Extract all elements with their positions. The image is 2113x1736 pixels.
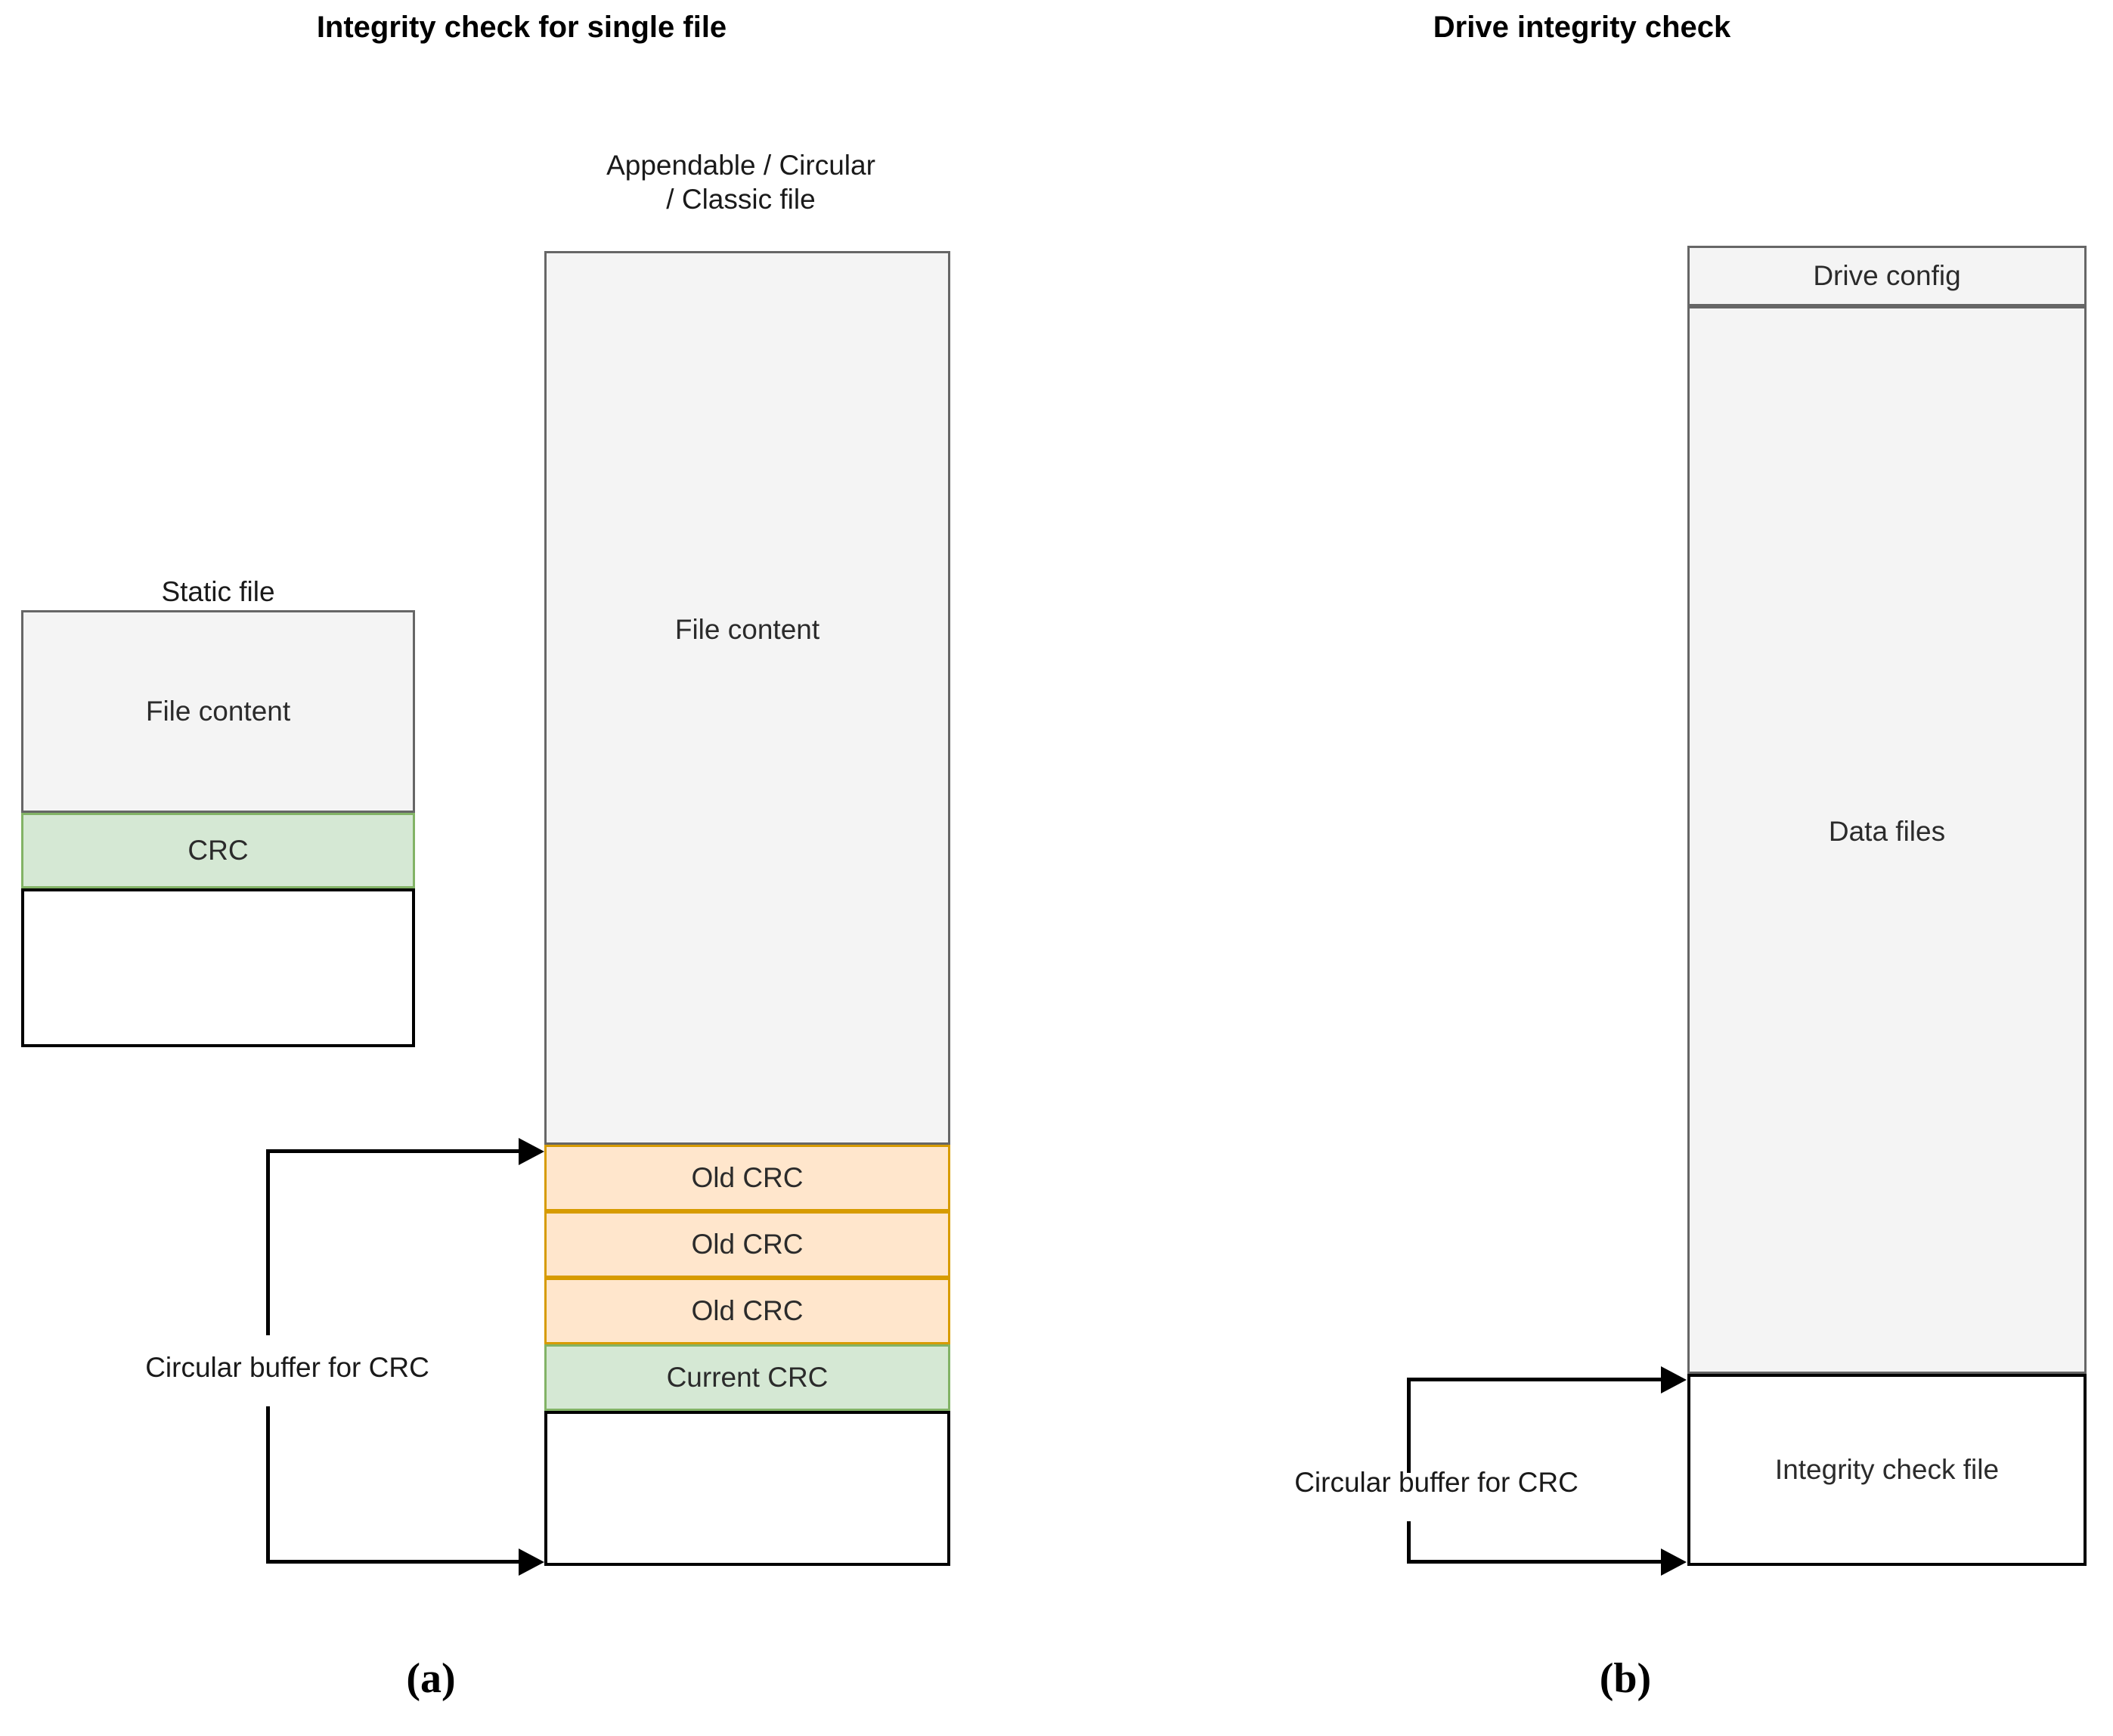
buffer-label-b: Circular buffer for CRC (1294, 1467, 1579, 1498)
static-file-label: Static file (161, 576, 275, 607)
appendable-file-empty-cell (544, 1411, 950, 1566)
buffer-bracket-a-vertical-bottom (266, 1406, 270, 1564)
buffer-bracket-a-vertical-top (266, 1149, 270, 1335)
buffer-bracket-a-arrow-top-line (266, 1149, 522, 1153)
static-file-empty-cell (21, 888, 415, 1047)
buffer-label-a: Circular buffer for CRC (145, 1352, 429, 1383)
buffer-bracket-b-vertical-top (1407, 1378, 1411, 1473)
old-crc-label-3: Old CRC (691, 1294, 804, 1326)
appendable-file-content-cell: File content (544, 251, 950, 1145)
appendable-file-label: Appendable / Circular / Classic file (606, 150, 875, 215)
buffer-arrow-head-bottom-b (1661, 1548, 1687, 1576)
static-file-content-cell: File content (21, 610, 415, 813)
static-file-crc-cell: CRC (21, 813, 415, 888)
old-crc-label-1: Old CRC (691, 1161, 804, 1193)
static-file-content-label: File content (145, 695, 291, 727)
buffer-bracket-b-arrow-bottom-line (1407, 1560, 1664, 1564)
old-crc-cell-3: Old CRC (544, 1278, 950, 1344)
integrity-check-file-label: Integrity check file (1774, 1453, 2000, 1485)
drive-config-label: Drive config (1813, 259, 1961, 291)
data-files-label: Data files (1828, 815, 1946, 847)
buffer-arrow-head-top-b (1661, 1366, 1687, 1393)
drive-config-cell: Drive config (1687, 246, 2087, 306)
old-crc-cell-1: Old CRC (544, 1145, 950, 1211)
buffer-bracket-b-arrow-top-line (1407, 1378, 1664, 1381)
buffer-arrow-head-bottom-a (519, 1548, 544, 1576)
appendable-file-content-label: File content (674, 613, 820, 645)
old-crc-label-2: Old CRC (691, 1228, 804, 1260)
buffer-bracket-a-arrow-bottom-line (266, 1560, 522, 1564)
current-crc-label: Current CRC (666, 1361, 829, 1393)
current-crc-cell: Current CRC (544, 1344, 950, 1411)
buffer-bracket-b-vertical-bottom (1407, 1521, 1411, 1564)
figure-caption-b: (b) (1599, 1655, 1652, 1702)
figure-caption-a: (a) (406, 1655, 456, 1702)
panel-a-title: Integrity check for single file (316, 11, 727, 44)
buffer-arrow-head-top-a (519, 1138, 544, 1165)
data-files-cell: Data files (1687, 306, 2087, 1374)
panel-b-title: Drive integrity check (1433, 11, 1731, 44)
old-crc-cell-2: Old CRC (544, 1211, 950, 1278)
static-file-crc-label: CRC (187, 834, 249, 866)
integrity-check-file-cell: Integrity check file (1687, 1374, 2087, 1566)
